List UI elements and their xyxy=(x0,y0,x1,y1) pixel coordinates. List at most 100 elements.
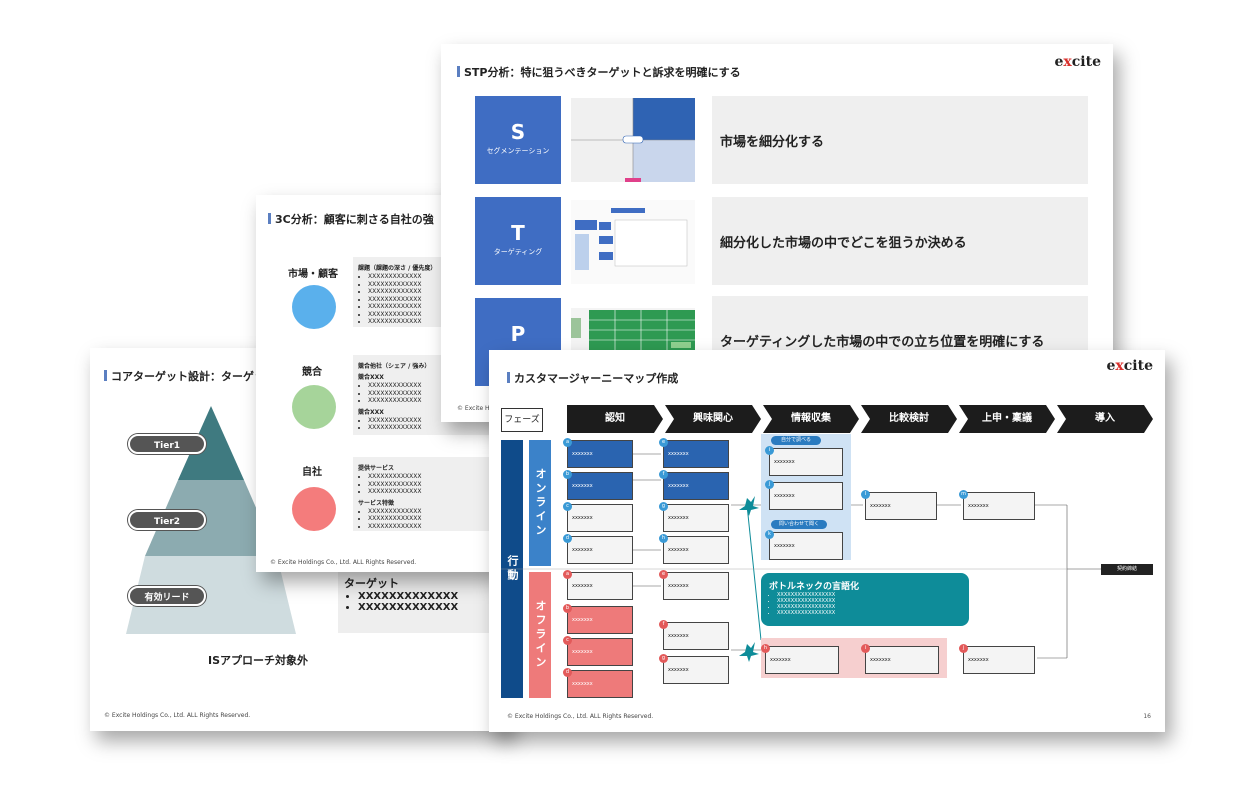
tier-badge: 有効リード xyxy=(128,586,206,606)
offline-lane: オフライン xyxy=(529,572,551,698)
target-item: XXXXXXXXXXXXX xyxy=(358,591,492,602)
list-item: XXXXXXXXXXXXX xyxy=(368,523,488,531)
step-marker: i xyxy=(765,446,774,455)
list-item: XXXXXXXXXXXXX xyxy=(368,508,488,516)
target-box: ターゲット XXXXXXXXXXXXX XXXXXXXXXXXXX xyxy=(338,571,498,633)
list-item: XXXXXXXXXXXXX xyxy=(368,281,488,289)
journey-card: xxxxxxx xyxy=(567,572,633,600)
journey-card: xxxxxxx xyxy=(663,504,729,532)
bottleneck-callout: ボトルネックの言語化 XXXXXXXXXXXXXXXXX XXXXXXXXXXX… xyxy=(761,573,969,626)
list-item: XXXXXXXXXXXXX xyxy=(368,382,488,390)
journey-card: xxxxxxx xyxy=(567,440,633,468)
phase-chevron: 上申・稟議 xyxy=(959,405,1055,433)
journey-card: xxxxxxx xyxy=(567,504,633,532)
list-item: XXXXXXXXXXXXX xyxy=(368,515,488,523)
journey-card: xxxxxxx xyxy=(663,656,729,684)
journey-card: xxxxxxx xyxy=(567,670,633,698)
bottleneck-item: XXXXXXXXXXXXXXXXX xyxy=(777,598,961,604)
excite-logo: excite xyxy=(1106,358,1154,374)
step-marker: d xyxy=(563,534,572,543)
list-item: XXXXXXXXXXXXX xyxy=(368,488,488,496)
targeting-table-graphic xyxy=(575,208,688,270)
target-heading: ターゲット xyxy=(344,577,399,590)
journey-card: xxxxxxx xyxy=(769,532,843,560)
slide-title: コアターゲット設計：ターゲット xyxy=(104,368,276,384)
step-marker: k xyxy=(765,530,774,539)
journey-card: xxxxxxx xyxy=(963,646,1035,674)
step-marker: f xyxy=(659,620,668,629)
stp-letter: T xyxy=(511,221,525,245)
tag-self-research: 自分で調べる xyxy=(771,436,821,445)
list-item: XXXXXXXXXXXXX xyxy=(368,273,488,281)
journey-card: xxxxxxx xyxy=(567,638,633,666)
tier-pyramid xyxy=(126,406,296,634)
journey-card: xxxxxxx xyxy=(963,492,1035,520)
journey-card: xxxxxxx xyxy=(567,606,633,634)
row-label-company: 自社 xyxy=(302,467,322,478)
journey-card: xxxxxxx xyxy=(663,572,729,600)
phase-label: フェーズ xyxy=(501,408,543,432)
step-marker: e xyxy=(659,570,668,579)
step-marker: m xyxy=(959,490,968,499)
journey-card: xxxxxxx xyxy=(769,482,843,510)
step-marker: j xyxy=(959,644,968,653)
tier-badge: Tier1 xyxy=(128,434,206,454)
step-marker: j xyxy=(765,480,774,489)
journey-card: xxxxxxx xyxy=(765,646,839,674)
bottleneck-item: XXXXXXXXXXXXXXXXX xyxy=(777,592,961,598)
step-marker: a xyxy=(563,570,572,579)
list-item: XXXXXXXXXXXXX xyxy=(368,390,488,398)
excite-logo: excite xyxy=(1054,54,1102,70)
page-number: 16 xyxy=(1143,713,1151,720)
step-marker: a xyxy=(563,438,572,447)
step-marker: d xyxy=(563,668,572,677)
list-item: XXXXXXXXXXXXX xyxy=(368,288,488,296)
market-circle xyxy=(292,285,336,329)
stp-description: 細分化した市場の中でどこを狙うか決める xyxy=(712,197,1088,285)
step-marker: c xyxy=(563,636,572,645)
journey-card: xxxxxxx xyxy=(567,536,633,564)
bottleneck-heading: ボトルネックの言語化 xyxy=(769,582,860,592)
competitor-circle xyxy=(292,385,336,429)
journey-card: xxxxxxx xyxy=(865,492,937,520)
copyright: © Excite H xyxy=(457,405,490,412)
slide-customer-journey: カスタマージャーニーマップ作成 excite フェーズ 認知 興味関心 情報収集… xyxy=(489,350,1165,732)
phase-chevron: 情報収集 xyxy=(763,405,859,433)
copyright: © Excite Holdings Co., Ltd. ALL Rights R… xyxy=(104,712,251,719)
list-item: XXXXXXXXXXXXX xyxy=(368,481,488,489)
list-item: XXXXXXXXXXXXX xyxy=(368,397,488,405)
online-lane: オンライン xyxy=(529,440,551,566)
group-heading: 競合XXX xyxy=(358,408,384,416)
pyramid-tier3 xyxy=(126,556,296,634)
journey-card: xxxxxxx xyxy=(567,472,633,500)
row-label-market: 市場・顧客 xyxy=(288,269,338,280)
segmentation-thumbnail xyxy=(571,98,695,182)
step-marker: b xyxy=(563,470,572,479)
phase-chevron: 導入 xyxy=(1057,405,1153,433)
row-label-competitor: 競合 xyxy=(302,367,322,378)
phase-chevron: 認知 xyxy=(567,405,663,433)
tag-inquiry: 問い合わせて聞く xyxy=(771,520,827,529)
pyramid-tier1 xyxy=(178,406,244,480)
journey-card: xxxxxxx xyxy=(663,536,729,564)
targeting-thumbnail xyxy=(571,200,695,284)
tier-badge: Tier2 xyxy=(128,510,206,530)
phase-chevron: 興味関心 xyxy=(665,405,761,433)
step-marker: g xyxy=(659,502,668,511)
group-heading: 競合他社（シェア / 強み） xyxy=(358,363,431,370)
stp-letter: S xyxy=(510,120,526,144)
bottleneck-item: XXXXXXXXXXXXXXXXX xyxy=(777,604,961,610)
bottleneck-item: XXXXXXXXXXXXXXXXX xyxy=(777,610,961,616)
group-heading: 提供サービス xyxy=(358,465,395,472)
list-item: XXXXXXXXXXXXX xyxy=(368,417,488,425)
journey-card: xxxxxxx xyxy=(663,472,729,500)
step-marker: i xyxy=(861,644,870,653)
target-item: XXXXXXXXXXXXX xyxy=(358,602,492,613)
stp-letter-t: T ターゲティング xyxy=(475,197,561,285)
stp-letter: P xyxy=(510,322,526,346)
list-item: XXXXXXXXXXXXX xyxy=(368,311,488,319)
list-item: XXXXXXXXXXXXX xyxy=(368,296,488,304)
company-box: 提供サービス XXXXXXXXXXXXX XXXXXXXXXXXXX XXXXX… xyxy=(353,457,493,531)
step-marker: b xyxy=(563,604,572,613)
